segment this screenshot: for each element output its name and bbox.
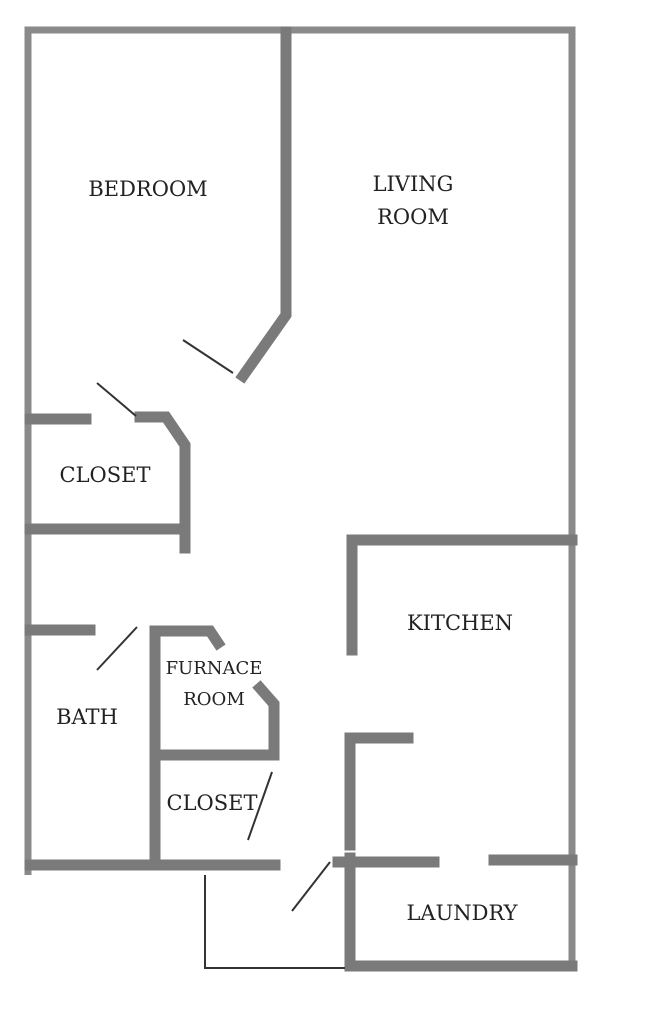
furnace-room-label-2: ROOM: [183, 689, 245, 710]
outer-walls: [24, 26, 576, 968]
kitchen-top-wall: [346, 534, 578, 656]
furnace-room-label-1: FURNACE: [166, 658, 263, 679]
lower-closet-door: [247, 771, 273, 841]
bedroom-label: BEDROOM: [88, 177, 207, 201]
kitchen-lower-wall: [344, 732, 414, 851]
closet-right-wall: [134, 411, 191, 554]
entry-outline: [204, 875, 345, 969]
exterior-wall: [24, 26, 576, 968]
living-room-label-2: ROOM: [377, 205, 449, 229]
furnace-left-wall: [149, 625, 226, 868]
bath-label: BATH: [56, 705, 118, 729]
kitchen-label: KITCHEN: [407, 611, 513, 635]
doors: [96, 339, 345, 969]
living-room-label-1: LIVING: [373, 172, 454, 196]
closet-label: CLOSET: [60, 463, 151, 487]
bedroom-door: [182, 339, 234, 374]
furnace-right-wall: [152, 680, 280, 761]
interior-walls: [24, 26, 578, 972]
room-labels: BEDROOM LIVING ROOM CLOSET KITCHEN FURNA…: [56, 172, 519, 925]
closet-door: [96, 382, 137, 417]
lower-closet-label: CLOSET: [167, 791, 258, 815]
bath-door: [96, 626, 138, 671]
laundry-label: LAUNDRY: [406, 901, 518, 925]
entry-door: [291, 861, 331, 912]
laundry-wall: [344, 852, 578, 972]
bedroom-wall: [235, 26, 292, 384]
